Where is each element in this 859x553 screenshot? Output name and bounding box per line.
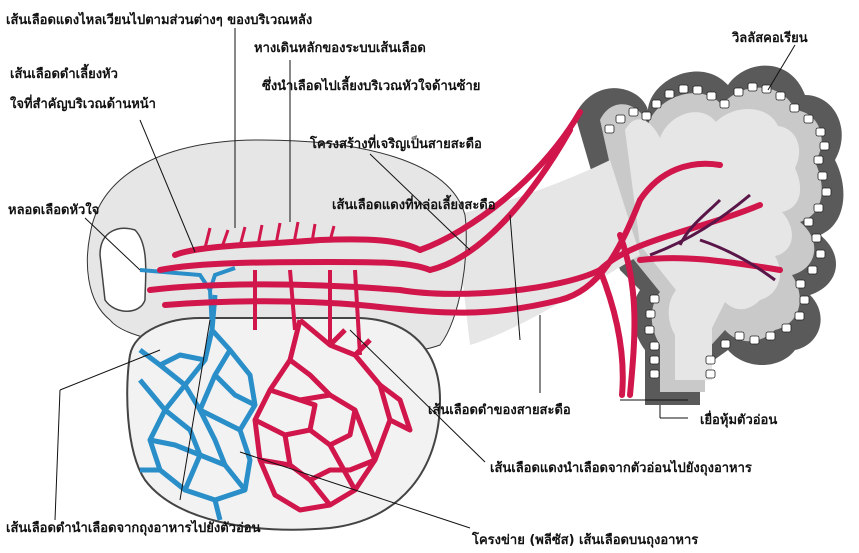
label-umbilical-vein: เส้นเลือดดำของสายสะดือ	[428, 402, 571, 418]
label-tail-dorsal-aorta: หางเดินหลักของระบบเส้นเลือด	[254, 40, 426, 56]
label-left-heart-outflow: ซึ่งนำเลือดไปเลี้ยงบริเวณหัวใจด้านซ้าย	[262, 75, 480, 94]
label-anterior-cardinal-vein: เส้นเลือดดำเลี้ยงหัว	[10, 63, 118, 82]
label-vitelline-vein: เส้นเลือดดำนำเลือดจากถุงอาหารไปยังตัวอ่อ…	[6, 519, 261, 536]
label-chorion: เยื่อหุ้มตัวอ่อน	[700, 410, 777, 428]
label-chorionic-villi: วิลลัสคอเรียน	[731, 30, 807, 46]
label-vitelline-artery: เส้นเลือดแดงนำเลือดจากตัวอ่อนไปยังถุงอาห…	[490, 459, 752, 476]
label-yolk-sac-plexus: โครงข่าย (พลีซัส) เส้นเลือดบนถุงอาหาร	[471, 531, 698, 548]
label-heart-tube: หลอดเลือดหัวใจ	[8, 201, 99, 218]
label-allantois: โครงสร้างที่เจริญเป็นสายสะดือ	[309, 134, 482, 152]
label-anterior-region: ใจที่สำคัญบริเวณด้านหน้า	[10, 94, 156, 112]
label-dorsal-aorta-branches: เส้นเลือดแดงไหลเวียนไปตามส่วนต่างๆ ของบร…	[6, 11, 312, 28]
head-fold	[100, 228, 146, 311]
